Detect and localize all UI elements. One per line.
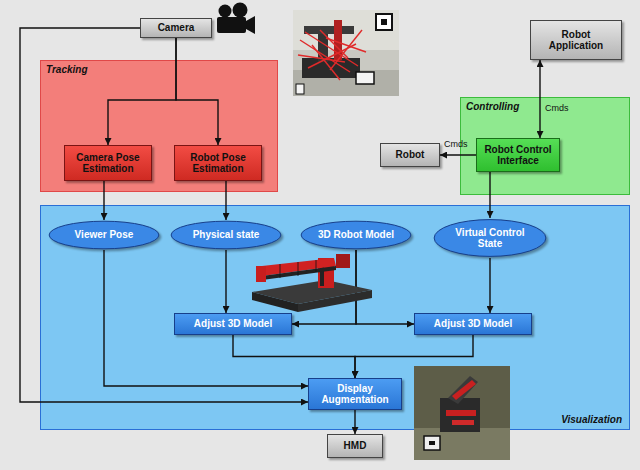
- process-box: Robot Pose Estimation: [174, 145, 262, 181]
- ellipse-shape: [171, 221, 281, 249]
- region-label: Controlling: [466, 101, 519, 112]
- region-band: Visualization Viewer Pose Physical state 3D…: [40, 205, 630, 430]
- process-box: Display Augmentation: [308, 378, 402, 410]
- region-label: Visualization: [561, 414, 622, 425]
- region-label: Tracking: [46, 64, 88, 75]
- node-label: Viewer Pose: [60, 229, 147, 241]
- node-label: HMD: [344, 440, 367, 452]
- node-label: Adjust 3D Model: [194, 318, 272, 330]
- region-band: TrackingCamera Pose Estimation Robot Pose…: [40, 60, 278, 192]
- node-label: Robot Pose Estimation: [180, 152, 256, 175]
- process-box: Camera Pose Estimation: [64, 145, 152, 181]
- node-label: 3D Robot Model: [312, 229, 399, 241]
- ellipse-shape: [301, 221, 411, 249]
- node-label: Robot Control Interface: [482, 144, 554, 167]
- camera-icon: [217, 3, 255, 35]
- node-label: Adjust 3D Model: [434, 318, 512, 330]
- state-ellipse: Viewer Pose: [48, 220, 160, 250]
- state-ellipse: Virtual Control State: [433, 218, 547, 258]
- node-label: Physical state: [182, 229, 269, 241]
- node-label: Display Augmentation: [314, 383, 396, 406]
- ellipse-shape: [49, 221, 159, 249]
- state-ellipse: Physical state: [170, 220, 282, 250]
- edge-label: Cmds: [444, 140, 468, 150]
- node-label: Virtual Control State: [446, 227, 535, 250]
- state-ellipse: 3D Robot Model: [300, 220, 412, 250]
- node-label: Camera Pose Estimation: [70, 152, 146, 175]
- process-box: Robot Control Interface: [476, 138, 560, 172]
- device-box: Robot Application: [530, 20, 622, 60]
- process-box: Adjust 3D Model: [174, 313, 292, 335]
- node-label: Robot Application: [536, 29, 616, 52]
- process-box: Adjust 3D Model: [414, 313, 532, 335]
- device-box: Camera: [140, 18, 212, 38]
- ellipse-shape: [434, 220, 546, 257]
- device-box: HMD: [327, 434, 383, 458]
- node-label: Camera: [158, 22, 195, 34]
- device-box: Robot: [380, 143, 440, 167]
- robot-photo: [293, 10, 399, 96]
- node-label: Robot: [396, 149, 425, 161]
- edge-label: Cmds: [545, 104, 569, 114]
